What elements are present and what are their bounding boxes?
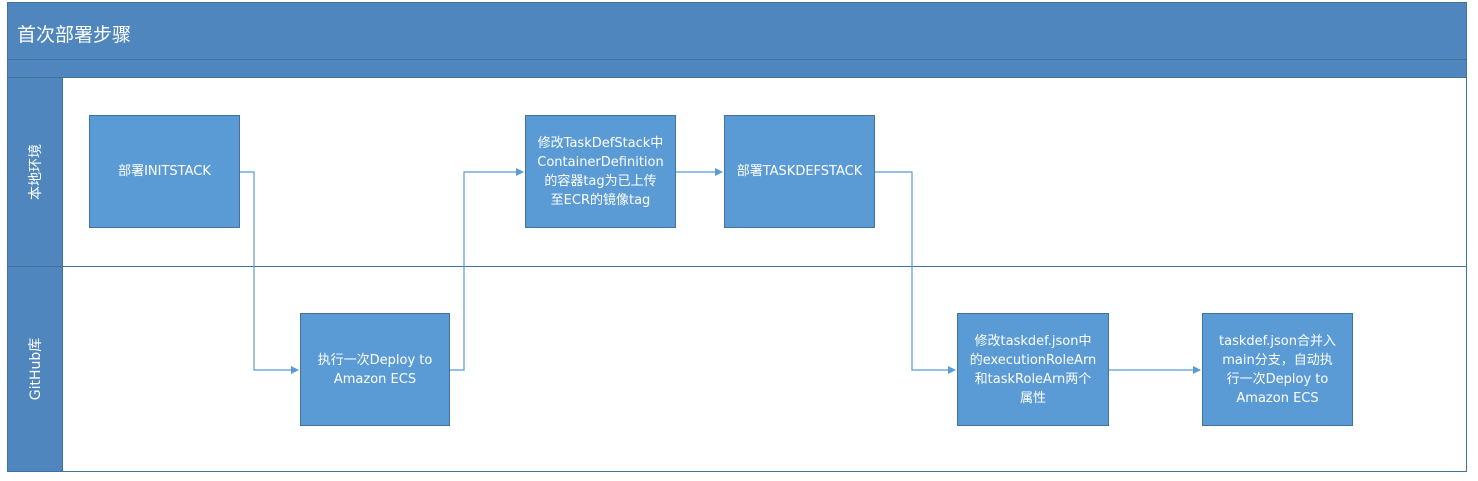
diagram-title-bar: 首次部署步骤 bbox=[7, 2, 1467, 60]
step-deploy-taskdefstack: 部署TASKDEFSTACK bbox=[724, 115, 875, 228]
step-modify-taskdefstack-text: 修改TaskDefStack中 ContainerDefinition 的容器t… bbox=[537, 135, 664, 208]
step-run-deploy-ecs: 执行一次Deploy to Amazon ECS bbox=[300, 313, 450, 426]
lane-header-local: 本地环境 bbox=[7, 77, 63, 267]
step-modify-taskdef-json: 修改taskdef.json中 的executionRoleArn 和taskR… bbox=[957, 313, 1109, 426]
lane-header-github: GitHub库 bbox=[7, 266, 63, 472]
lane-label-github: GitHub库 bbox=[28, 337, 44, 401]
step-modify-taskdefstack: 修改TaskDefStack中 ContainerDefinition 的容器t… bbox=[525, 115, 676, 228]
diagram-title: 首次部署步骤 bbox=[17, 24, 132, 46]
phase-header-bar bbox=[7, 59, 1467, 78]
step-run-deploy-ecs-text: 执行一次Deploy to Amazon ECS bbox=[317, 352, 433, 387]
step-deploy-initstack: 部署INITSTACK bbox=[89, 115, 240, 228]
step-deploy-initstack-text: 部署INITSTACK bbox=[118, 164, 211, 179]
lane-label-local: 本地环境 bbox=[28, 144, 44, 200]
step-merge-main-deploy: taskdef.json合并入 main分支，自动执 行一次Deploy to … bbox=[1202, 313, 1353, 426]
step-merge-main-deploy-text: taskdef.json合并入 main分支，自动执 行一次Deploy to … bbox=[1219, 333, 1336, 406]
step-modify-taskdef-json-text: 修改taskdef.json中 的executionRoleArn 和taskR… bbox=[969, 333, 1097, 406]
step-deploy-taskdefstack-text: 部署TASKDEFSTACK bbox=[736, 164, 863, 179]
